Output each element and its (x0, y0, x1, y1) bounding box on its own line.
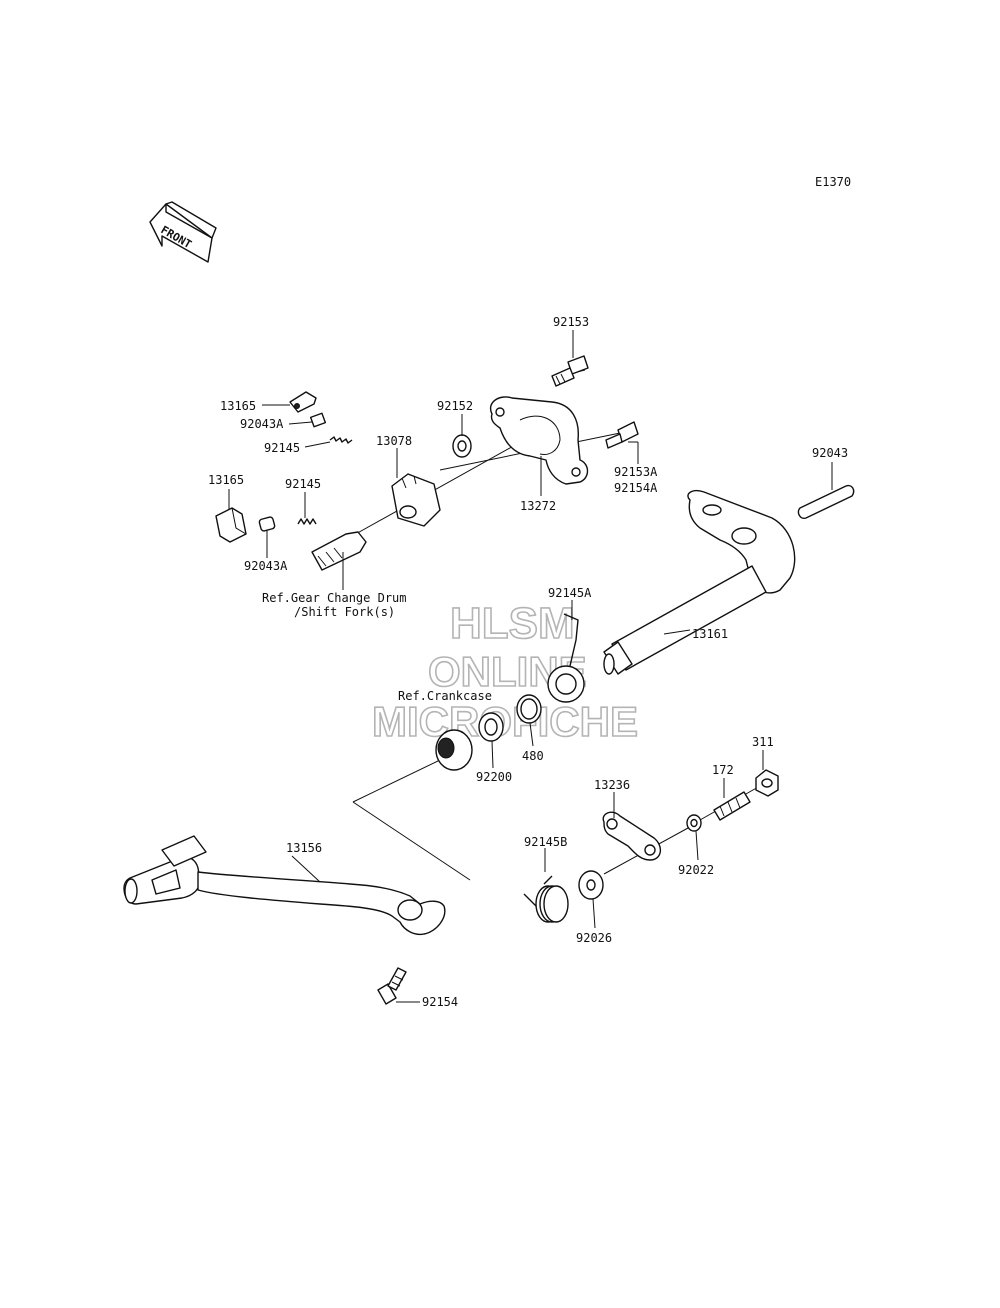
callout-92200: 92200 (476, 770, 512, 784)
nut-311 (755, 769, 779, 797)
callout-92043A-lower: 92043A (244, 559, 288, 573)
callout-labels: 92153 13165 92043A 92145 92152 13078 921… (208, 315, 848, 1009)
callout-13165-lower: 13165 (208, 473, 244, 487)
spring-92145B (523, 875, 569, 923)
callout-92026: 92026 (576, 931, 612, 945)
callout-480: 480 (522, 749, 544, 763)
callout-92153A: 92153A (614, 465, 658, 479)
pin-92043A-lower (258, 516, 276, 532)
callout-92043A-upper: 92043A (240, 417, 284, 431)
watermark: HLSM ONLINE MICROFICHE (371, 598, 639, 746)
callout-92145B: 92145B (524, 835, 567, 849)
spring-92145-lower (297, 518, 317, 525)
washer-92022 (686, 814, 702, 832)
bolt-92153A (605, 421, 639, 449)
circlip-480 (516, 694, 542, 724)
ref-shift-forks: /Shift Fork(s) (294, 605, 395, 619)
callout-92152: 92152 (437, 399, 473, 413)
washer-92152 (452, 434, 472, 458)
bolt-92153 (551, 355, 589, 387)
callout-311: 311 (752, 735, 774, 749)
front-direction-arrow: FRONT (149, 201, 217, 263)
shift-shaft-13161 (603, 490, 796, 675)
link-13236 (602, 811, 661, 861)
watermark-line-1: HLSM (450, 599, 575, 648)
callout-92153: 92153 (553, 315, 589, 329)
callout-172: 172 (712, 763, 734, 777)
watermark-line-3: MICROFICHE (372, 698, 638, 745)
oil-seal-crankcase-ref (435, 729, 473, 771)
bolt-92154 (377, 967, 407, 1005)
plate-13272 (489, 396, 589, 485)
callout-92154: 92154 (422, 995, 458, 1009)
leader-lines (228, 330, 833, 1003)
pin-92043 (797, 484, 855, 520)
spring-92145-upper (329, 436, 353, 444)
callout-13165-upper: 13165 (220, 399, 256, 413)
washer-92026 (578, 870, 604, 900)
stopper-13165-upper (289, 391, 317, 413)
callout-13161: 13161 (692, 627, 728, 641)
callout-13236: 13236 (594, 778, 630, 792)
callout-13156: 13156 (286, 841, 322, 855)
callout-92043: 92043 (812, 446, 848, 460)
shift-pedal-13156 (123, 835, 446, 936)
callout-13078: 13078 (376, 434, 412, 448)
callout-92145-upper: 92145 (264, 441, 300, 455)
ref-crankcase: Ref.Crankcase (398, 689, 492, 703)
figure-code: E1370 (815, 175, 851, 189)
stud-172 (713, 791, 751, 821)
ref-gear-change-drum: Ref.Gear Change Drum (262, 591, 407, 605)
shaft-gear-change-drum-ref (311, 531, 367, 571)
callout-92145A: 92145A (548, 586, 592, 600)
callout-13272: 13272 (520, 499, 556, 513)
cam-13078 (391, 473, 441, 527)
spring-92145A (547, 613, 585, 703)
stopper-13165-lower (215, 507, 247, 543)
callout-92154A: 92154A (614, 481, 658, 495)
callout-92145-lower: 92145 (285, 477, 321, 491)
washer-92200 (478, 712, 504, 742)
pin-92043A-upper (309, 412, 327, 428)
callout-92022: 92022 (678, 863, 714, 877)
